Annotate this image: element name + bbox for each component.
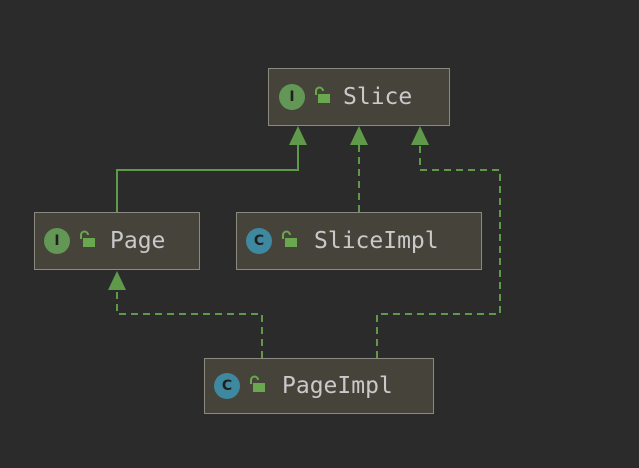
interface-badge-icon: I bbox=[279, 84, 305, 110]
open-lock-icon bbox=[280, 230, 298, 252]
class-badge-icon: C bbox=[214, 373, 240, 399]
edge-pageimpl-implements-page bbox=[116, 288, 263, 358]
node-sliceimpl[interactable]: C SliceImpl bbox=[236, 212, 482, 270]
arrowhead-sliceimpl-to-slice bbox=[350, 126, 368, 145]
node-page[interactable]: I Page bbox=[34, 212, 200, 270]
edge-pageimpl-implements-slice bbox=[376, 142, 501, 358]
arrowhead-pageimpl-to-slice bbox=[411, 126, 429, 145]
node-slice[interactable]: I Slice bbox=[268, 68, 450, 126]
open-lock-icon bbox=[313, 86, 331, 108]
open-lock-icon bbox=[78, 230, 96, 252]
edge-page-extends-slice bbox=[116, 140, 299, 212]
arrowhead-page-to-slice bbox=[289, 126, 307, 145]
node-name-pageimpl: PageImpl bbox=[282, 373, 393, 399]
interface-badge-icon: I bbox=[44, 228, 70, 254]
node-name-slice: Slice bbox=[343, 84, 413, 110]
node-name-sliceimpl: SliceImpl bbox=[314, 228, 439, 254]
arrowhead-pageimpl-to-page bbox=[108, 271, 126, 290]
open-lock-icon bbox=[248, 375, 266, 397]
node-pageimpl[interactable]: C PageImpl bbox=[204, 358, 434, 414]
node-name-page: Page bbox=[110, 228, 166, 254]
class-badge-icon: C bbox=[246, 228, 272, 254]
